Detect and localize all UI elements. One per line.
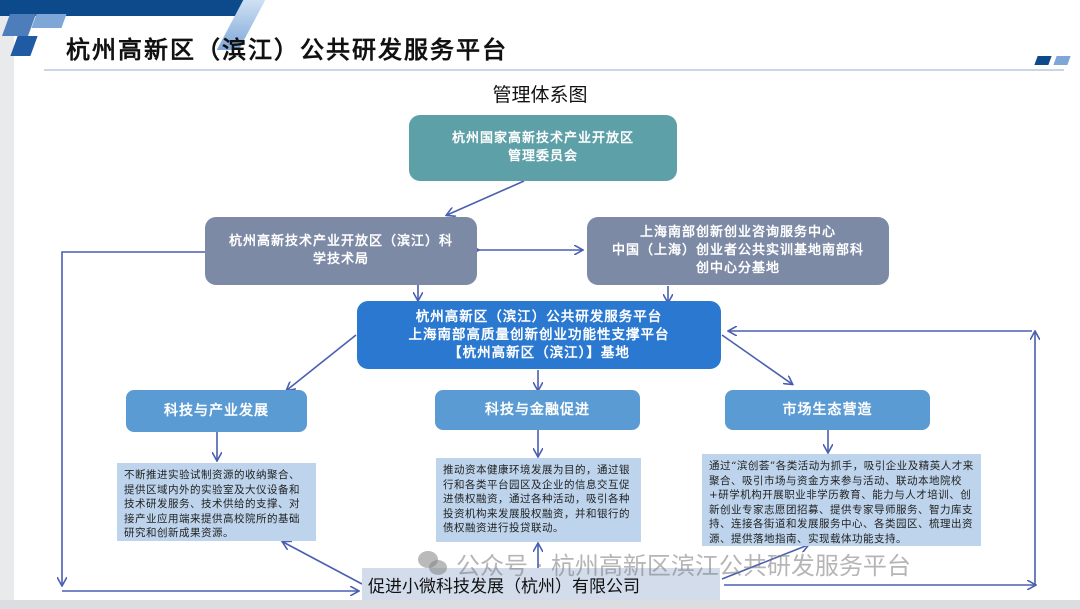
node-line: 学技术局	[312, 252, 369, 267]
node-line: 杭州高新技术产业开放区（滨江）科	[228, 234, 453, 249]
node-line: 中国（上海）创业者公共实训基地南部科	[611, 243, 864, 258]
description-market-ecosystem: 通过“滨创荟”各类活动为抓手，吸引企业及精英人才来聚合、吸引市场与资金方来参与活…	[702, 454, 981, 546]
category-tech-finance: 科技与金融促进	[435, 390, 640, 430]
node-public-rd-platform: 杭州高新区（滨江）公共研发服务平台 上海南部高质量创新创业功能性支撑平台 【杭州…	[357, 301, 721, 369]
bottom-edge	[0, 600, 1080, 609]
description-tech-industry: 不断推进实验试制资源的收纳聚合、提供区域内外的实验室及大仪设备和技术研发服务、技…	[117, 463, 316, 541]
node-science-tech-bureau: 杭州高新技术产业开放区（滨江）科 学技术局	[205, 217, 477, 285]
node-management-committee: 杭州国家高新技术产业开放区 管理委员会	[409, 115, 677, 181]
title-divider	[44, 69, 1064, 71]
arrow-company-to-desc1	[283, 542, 363, 585]
node-line: 上海南部高质量创新创业功能性支撑平台	[408, 327, 670, 343]
page-title: 杭州高新区（滨江）公共研发服务平台	[66, 35, 508, 64]
arrow-left-loop	[62, 251, 205, 585]
category-label: 科技与金融促进	[485, 402, 590, 418]
node-line: 管理委员会	[507, 149, 578, 164]
node-line: 杭州国家高新技术产业开放区	[451, 131, 634, 146]
category-tech-industry: 科技与产业发展	[126, 390, 307, 432]
arrow-top-to-left	[447, 180, 525, 215]
arrow-core-to-cat1	[287, 334, 357, 390]
category-label: 市场生态营造	[782, 402, 873, 418]
category-market-ecosystem: 市场生态营造	[725, 390, 930, 430]
watermark-text: 公众号 · 杭州高新区滨江公共研发服务平台	[456, 552, 911, 580]
watermark: 公众号 · 杭州高新区滨江公共研发服务平台	[418, 546, 911, 581]
node-line: 创中心分基地	[695, 261, 780, 276]
node-line: 杭州高新区（滨江）公共研发服务平台	[415, 309, 663, 325]
category-label: 科技与产业发展	[164, 403, 269, 419]
node-shanghai-innovation-center: 上海南部创新创业咨询服务中心 中国（上海）创业者公共实训基地南部科 创中心分基地	[587, 217, 889, 285]
arrow-core-to-cat3	[721, 334, 792, 384]
node-line: 上海南部创新创业咨询服务中心	[639, 225, 836, 240]
arrow-company-to-desc3	[721, 545, 808, 580]
wechat-icon	[418, 550, 448, 577]
description-tech-finance: 推动资本健康环境发展为目的，通过银行和各类平台园区及企业的信息交互促进债权融资，…	[436, 458, 641, 542]
node-line: 【杭州高新区（滨江）】基地	[448, 345, 630, 361]
node-company: 促进小微科技发展（杭州）有限公司	[362, 568, 720, 601]
diagram-title: 管理体系图	[492, 84, 588, 106]
